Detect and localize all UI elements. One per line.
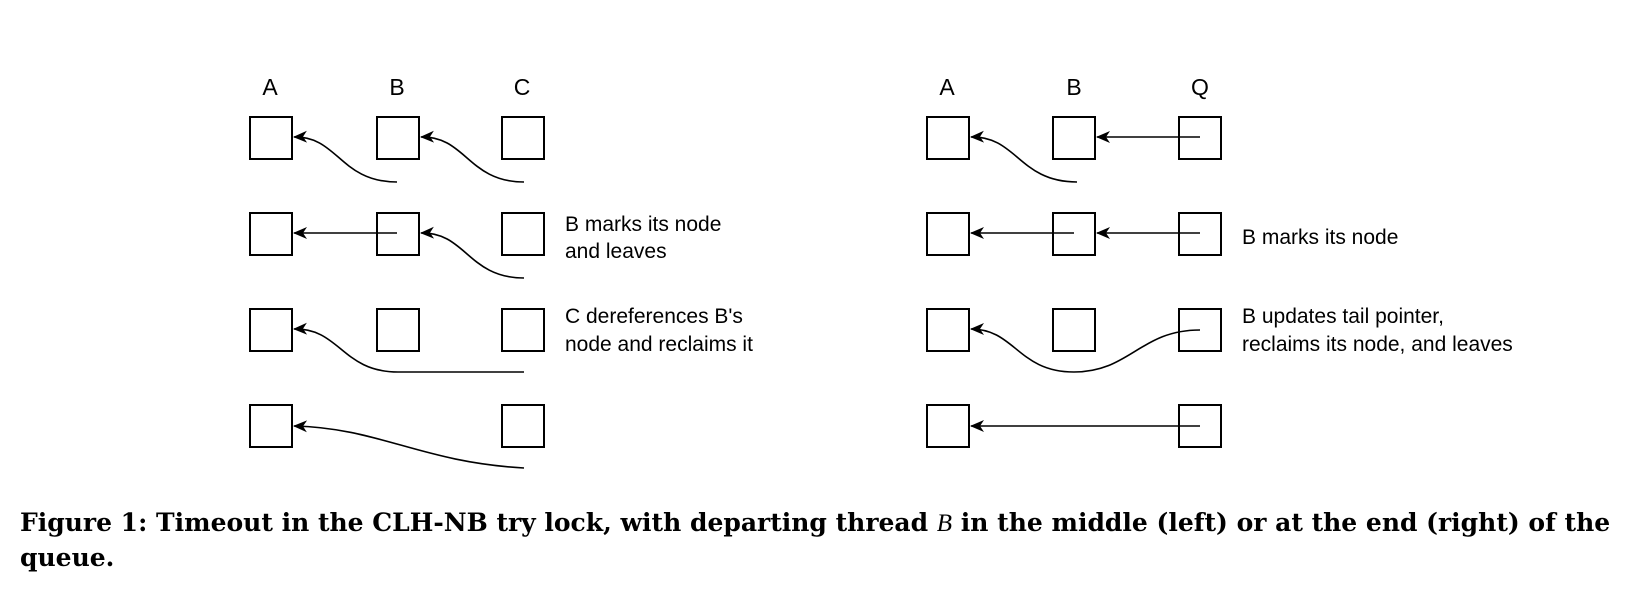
left-row3-node-a [249,308,293,352]
caption-suffix: in the middle (left) or at the end (righ… [20,508,1611,572]
right-row1-b-to-a-arrow [970,130,1078,183]
left-row3-node-c [501,308,545,352]
right-row3-note-line1: B updates tail pointer, [1242,305,1444,328]
right-row4-node-a [926,404,970,448]
left-panel: A B C B marks its node and leaves C dere… [249,74,753,469]
left-row2-node-a [249,212,293,256]
right-row1-node-q [1178,116,1222,160]
caption-variable: B [936,510,953,537]
left-label-c: C [514,74,531,100]
left-row3-node-b [376,308,420,352]
left-row1-b-to-a-arrow [293,130,398,183]
right-label-b: B [1066,74,1081,100]
right-row2-node-a [926,212,970,256]
right-row2-node-b [1052,212,1096,256]
right-row3-node-b [1052,308,1096,352]
left-row1-node-a [249,116,293,160]
right-panel: A B Q B marks its node B updates tail po… [926,74,1513,448]
right-row3-node-a [926,308,970,352]
left-row2-note-line1: B marks its node [565,213,721,236]
left-row2-c-to-b-arrow [420,226,525,279]
left-row1-node-b [376,116,420,160]
left-row2-node-c [501,212,545,256]
left-row4-node-a [249,404,293,448]
right-label-q: Q [1191,74,1209,100]
left-row4-c-to-a-arrow [293,420,525,469]
right-row1-node-b [1052,116,1096,160]
right-label-a: A [939,74,955,100]
caption-prefix: Figure 1: Timeout in the CLH-NB try lock… [20,508,937,537]
right-row2-node-q [1178,212,1222,256]
right-row3-node-q [1178,308,1222,352]
left-row4-node-c [501,404,545,448]
right-row3-q-to-a-arrow [970,323,1201,373]
left-row3-c-to-a-arrow [293,322,524,373]
left-label-b: B [389,74,404,100]
left-row1-node-c [501,116,545,160]
left-row1-c-to-b-arrow [420,130,525,183]
figure-caption: Figure 1: Timeout in the CLH-NB try lock… [20,506,1632,575]
left-row2-note-line2: and leaves [565,240,667,263]
clh-nb-timeout-diagram: A B C B marks its node and leaves C dere… [249,74,1513,469]
right-row3-note-line2: reclaims its node, and leaves [1242,333,1513,356]
left-label-a: A [262,74,278,100]
left-row3-note-line1: C dereferences B's [565,305,743,328]
left-row3-note-line2: node and reclaims it [565,333,753,356]
right-row2-note: B marks its node [1242,226,1398,249]
left-row2-node-b [376,212,420,256]
right-row1-node-a [926,116,970,160]
